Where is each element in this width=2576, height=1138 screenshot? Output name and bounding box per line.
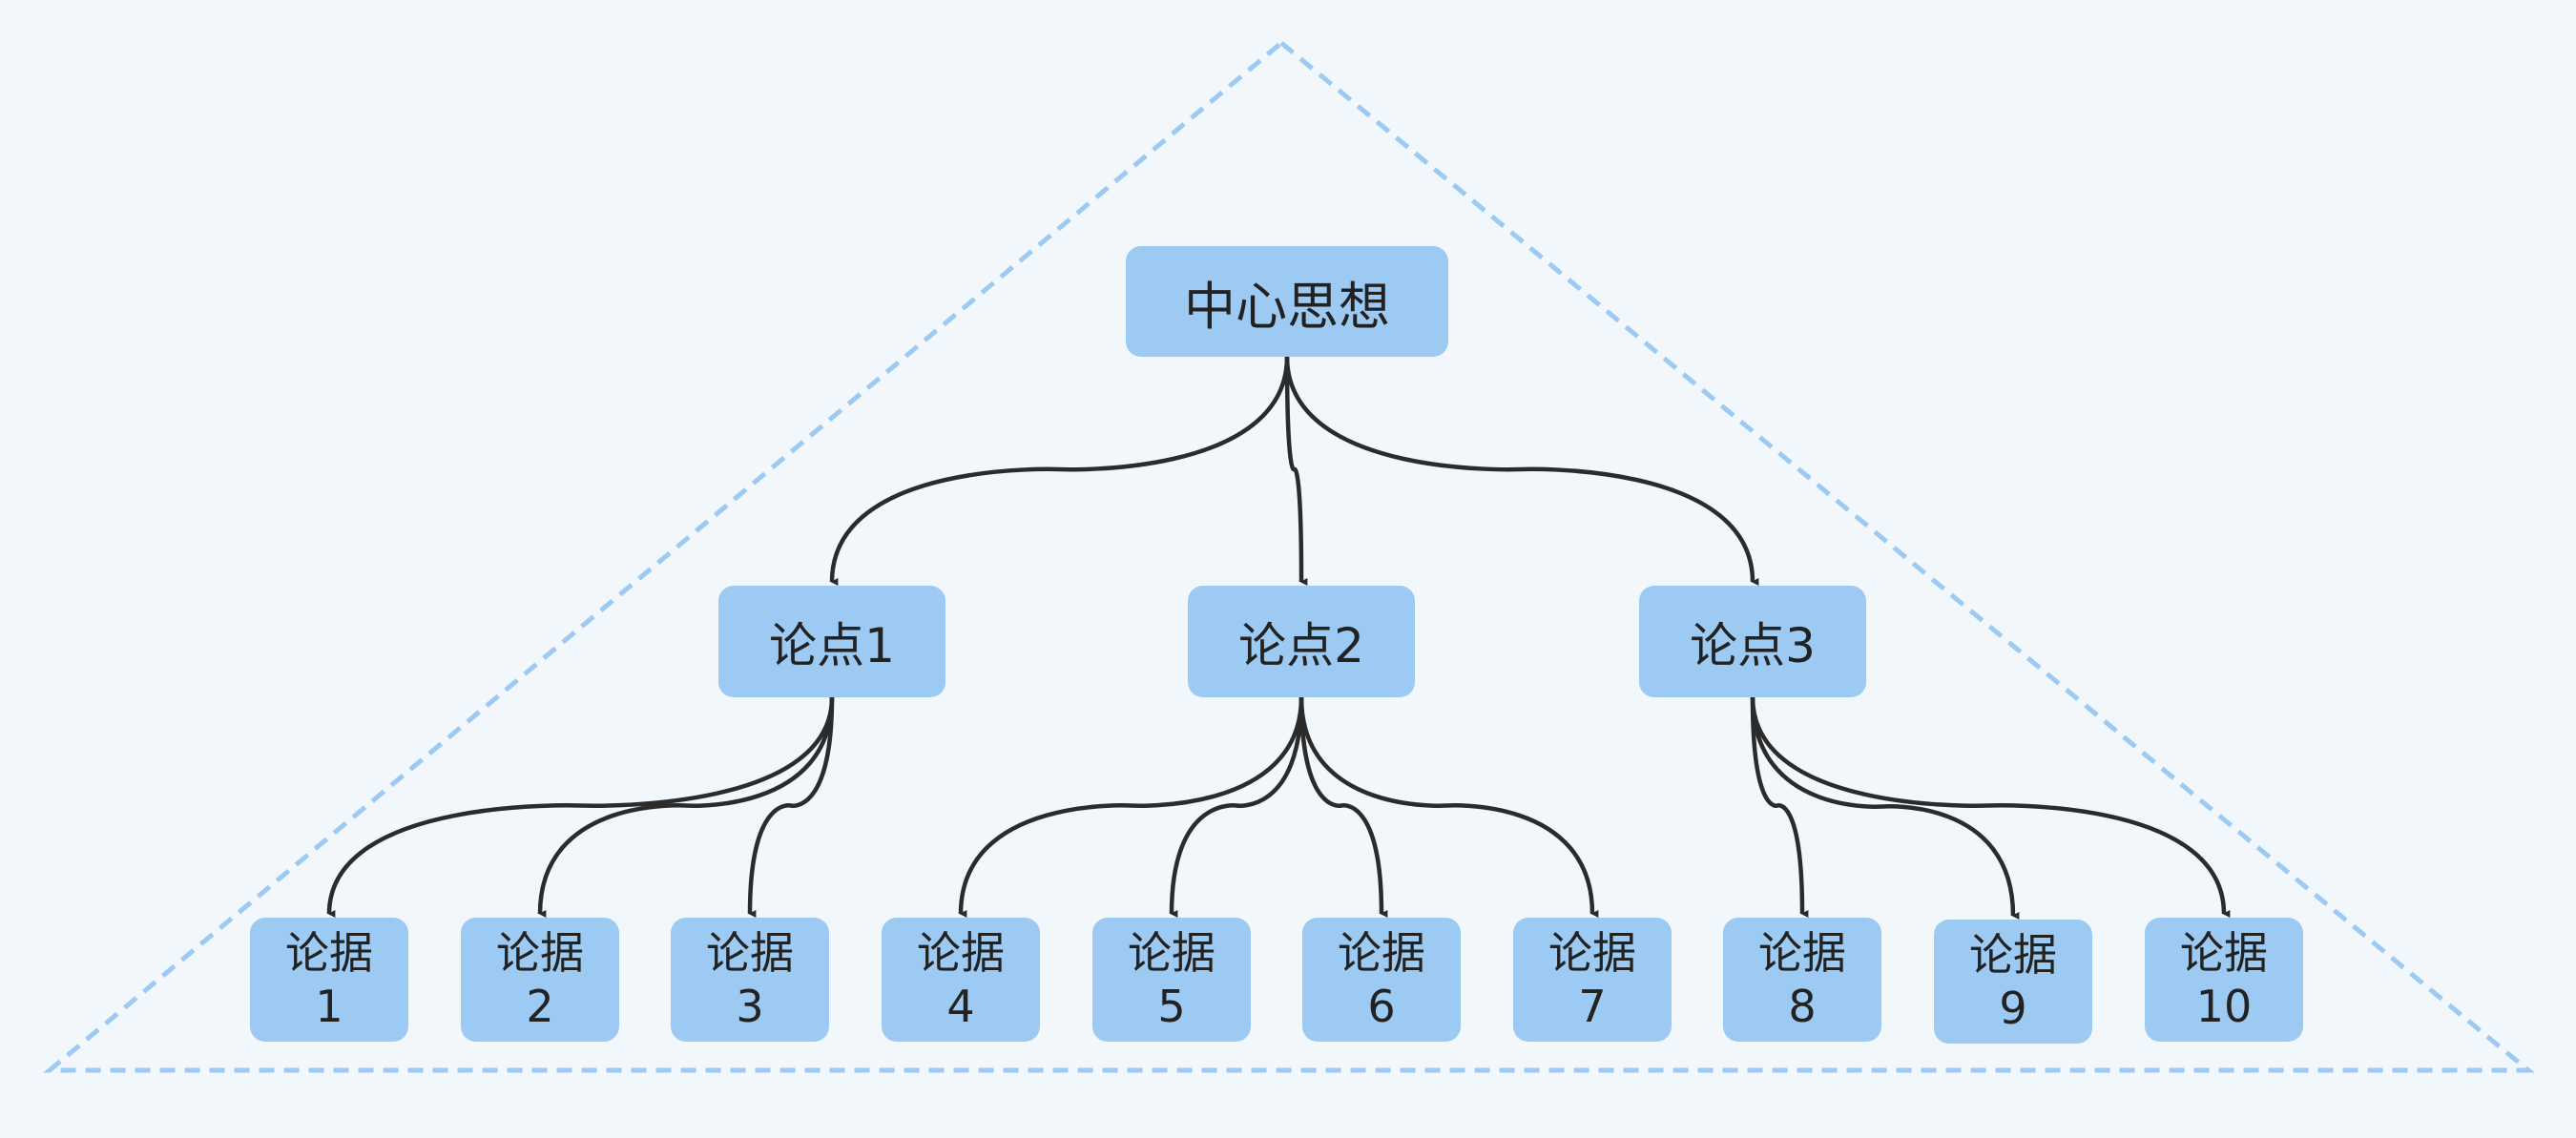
evidence-node-line2: 3 xyxy=(736,981,764,1032)
evidence-node-2[interactable]: 论据 2 xyxy=(461,918,619,1042)
evidence-node-7[interactable]: 论据 7 xyxy=(1513,918,1672,1042)
connector-argument-to-evidence-10 xyxy=(1750,696,2231,918)
evidence-node-line1: 论据 xyxy=(2180,927,2268,979)
evidence-node-line1: 论据 xyxy=(917,927,1005,979)
evidence-node-line2: 8 xyxy=(1788,981,1817,1032)
argument-node-label: 论点3 xyxy=(1690,617,1816,673)
connector-argument-to-evidence-8 xyxy=(1750,696,1809,918)
connector-root-to-argument-2 xyxy=(1284,356,1308,586)
evidence-node-6[interactable]: 论据 6 xyxy=(1302,918,1461,1042)
pyramid-outline xyxy=(43,39,2535,1073)
connector-argument-to-evidence-9 xyxy=(1750,696,2020,920)
evidence-node-8[interactable]: 论据 8 xyxy=(1723,918,1881,1042)
evidence-node-line1: 论据 xyxy=(1548,927,1636,979)
argument-node-1[interactable]: 论点1 xyxy=(718,586,945,697)
evidence-node-line2: 9 xyxy=(1999,983,2027,1034)
evidence-node-4[interactable]: 论据 4 xyxy=(882,918,1040,1042)
connector-argument-to-evidence-4 xyxy=(958,696,1304,919)
root-node-label: 中心思想 xyxy=(1184,276,1390,337)
argument-node-2[interactable]: 论点2 xyxy=(1188,586,1415,697)
connector-argument-to-evidence-5 xyxy=(1169,696,1304,919)
connector-root-to-argument-1 xyxy=(829,356,1290,587)
evidence-node-line2: 6 xyxy=(1367,981,1396,1032)
evidence-node-10[interactable]: 论据 10 xyxy=(2145,918,2303,1042)
evidence-node-line2: 10 xyxy=(2195,981,2253,1032)
argument-node-3[interactable]: 论点3 xyxy=(1639,586,1866,697)
connector-argument-to-evidence-7 xyxy=(1298,696,1599,918)
connector-argument-to-evidence-2 xyxy=(537,696,835,919)
evidence-node-9[interactable]: 论据 9 xyxy=(1934,920,2092,1044)
evidence-node-5[interactable]: 论据 5 xyxy=(1092,918,1251,1042)
evidence-node-line1: 论据 xyxy=(1128,927,1215,979)
evidence-node-line1: 论据 xyxy=(706,927,794,979)
connector-argument-to-evidence-6 xyxy=(1298,696,1388,918)
connector-argument-to-evidence-1 xyxy=(326,696,835,919)
evidence-node-line2: 5 xyxy=(1157,981,1186,1032)
evidence-node-line2: 2 xyxy=(526,981,554,1032)
evidence-node-3[interactable]: 论据 3 xyxy=(671,918,829,1042)
argument-node-label: 论点1 xyxy=(769,617,895,673)
evidence-node-line2: 7 xyxy=(1578,981,1607,1032)
connector-root-to-argument-3 xyxy=(1284,356,1759,586)
evidence-node-line1: 论据 xyxy=(1338,927,1425,979)
root-node[interactable]: 中心思想 xyxy=(1126,246,1448,357)
argument-node-label: 论点2 xyxy=(1238,617,1364,673)
evidence-node-line1: 论据 xyxy=(1758,927,1846,979)
connector-group xyxy=(326,356,2231,920)
evidence-node-line1: 论据 xyxy=(285,927,373,979)
evidence-node-line2: 1 xyxy=(315,981,343,1032)
connector-argument-to-evidence-3 xyxy=(747,696,835,919)
evidence-node-1[interactable]: 论据 1 xyxy=(250,918,408,1042)
evidence-node-line1: 论据 xyxy=(1969,929,2057,981)
evidence-node-line2: 4 xyxy=(946,981,975,1032)
evidence-node-line1: 论据 xyxy=(496,927,584,979)
